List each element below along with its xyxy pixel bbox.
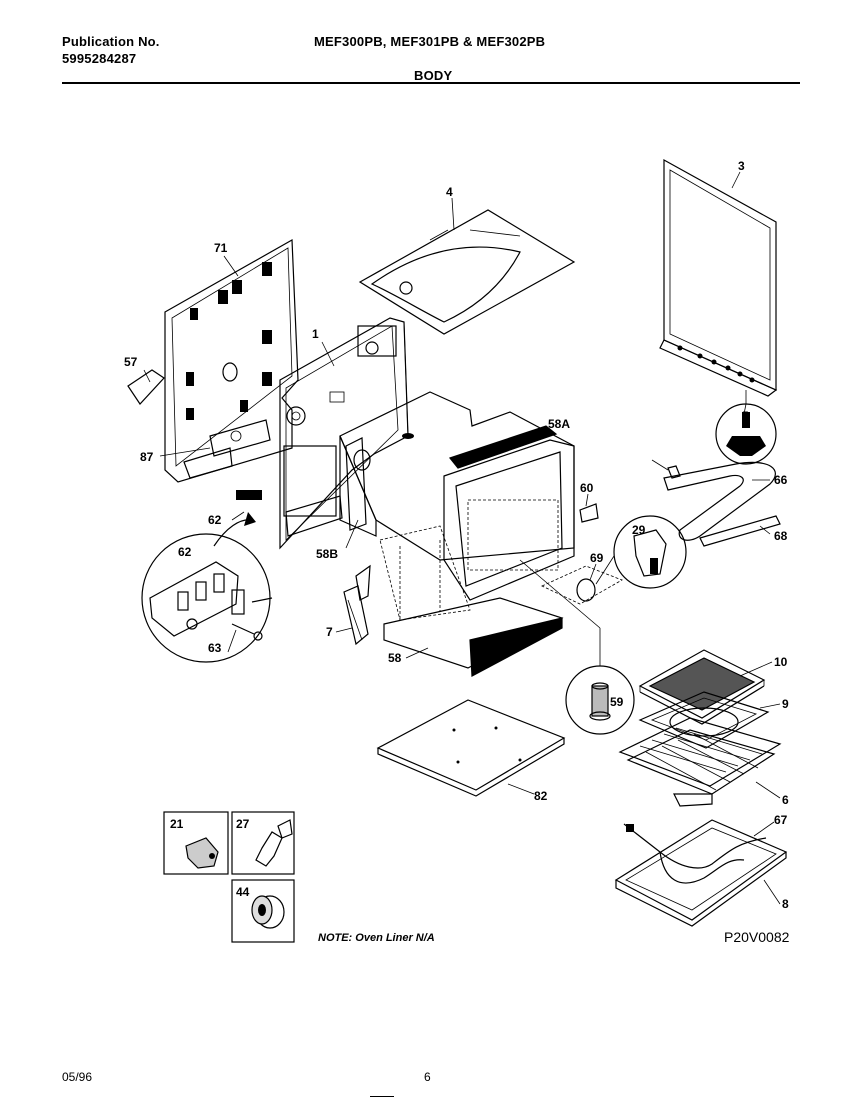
part-label-63: 63 <box>208 641 222 655</box>
part-label-68: 68 <box>774 529 788 543</box>
oven-body-drawing <box>339 391 601 677</box>
part-label-27: 27 <box>236 817 250 831</box>
part-label-1: 1 <box>312 327 319 341</box>
part-label-58: 58 <box>388 651 402 665</box>
section-title: BODY <box>414 68 453 83</box>
part-label-9: 9 <box>782 697 789 711</box>
header-rule <box>62 82 800 84</box>
footer-date: 05/96 <box>62 1070 93 1084</box>
bracket-57-drawing <box>127 369 165 405</box>
light-socket-inset <box>595 515 687 589</box>
part-label-7: 7 <box>326 625 333 639</box>
back-panel-drawing <box>164 238 299 483</box>
oven-liner-note: NOTE: Oven Liner N/A <box>318 932 435 944</box>
part-label-69: 69 <box>590 551 604 565</box>
part-label-87: 87 <box>140 450 154 464</box>
part-label-57: 57 <box>124 355 138 369</box>
part-label-60: 60 <box>580 481 594 495</box>
part-label-6: 6 <box>782 793 789 807</box>
part-label-58A: 58A <box>548 417 570 431</box>
publication-label: Publication No. <box>62 34 160 49</box>
leader-lines <box>143 171 781 905</box>
part-label-62-inset: 62 <box>178 545 192 559</box>
bake-element-drawing <box>651 459 781 547</box>
diagram-code: P20V0082 <box>724 929 790 945</box>
part-label-5: 5 <box>742 409 749 423</box>
part-label-29: 29 <box>632 523 646 537</box>
cabinet-frame-drawing <box>279 317 414 550</box>
part-label-66: 66 <box>774 473 788 487</box>
side-panel-drawing <box>659 158 778 397</box>
bracket-60-drawing <box>579 503 599 523</box>
publication-number: 5995284287 <box>62 51 137 66</box>
oven-rack-drawing <box>618 717 782 807</box>
top-panel-drawing <box>358 209 576 335</box>
door-hinge-drawing <box>343 564 371 646</box>
light-lens-drawing <box>541 565 623 605</box>
broil-element-drawing <box>614 819 788 927</box>
part-label-44: 44 <box>236 885 250 899</box>
part-label-8: 8 <box>782 897 789 911</box>
leveling-leg-inset <box>715 390 777 465</box>
part-label-82: 82 <box>534 789 548 803</box>
part-label-59: 59 <box>610 695 624 709</box>
broil-pan-drawing <box>638 691 770 749</box>
bottom-panel-drawing <box>376 699 566 797</box>
model-numbers: MEF300PB, MEF301PB & MEF302PB <box>314 34 546 49</box>
broil-pan-insert-drawing <box>638 649 766 725</box>
part-label-58B: 58B <box>316 547 338 561</box>
footer-page-number: 6 <box>424 1070 431 1084</box>
part-label-10: 10 <box>774 655 788 669</box>
light-bulb-inset <box>565 665 635 735</box>
footer-rule <box>370 1096 394 1097</box>
part-label-62-upper: 62 <box>208 513 222 527</box>
part-label-4: 4 <box>446 185 453 199</box>
terminal-block-inset <box>141 490 273 663</box>
part-label-3: 3 <box>738 159 745 173</box>
small-parts-boxes <box>163 811 295 943</box>
part-label-71: 71 <box>214 241 228 255</box>
part-label-67: 67 <box>774 813 788 827</box>
part-label-21: 21 <box>170 817 184 831</box>
